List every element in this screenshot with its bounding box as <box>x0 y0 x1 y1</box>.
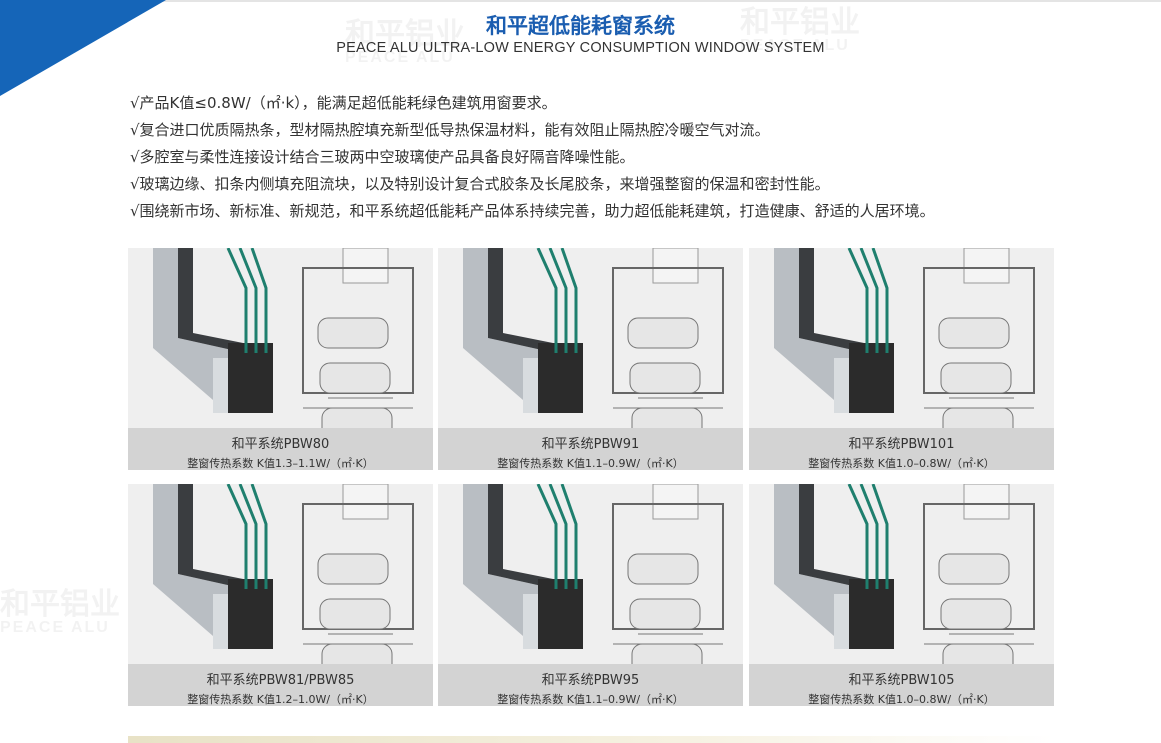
window-corner-render <box>774 248 894 413</box>
window-profile-illustration <box>153 484 414 664</box>
product-k-value: 整窗传热系数 K值1.1–0.9W/（㎡·K） <box>497 457 684 470</box>
product-k-value: 整窗传热系数 K值1.0–0.8W/（㎡·K） <box>808 457 995 470</box>
corner-decoration <box>0 0 166 96</box>
product-name: 和平系统PBW101 <box>848 437 955 452</box>
window-profile-illustration <box>774 484 1035 664</box>
product-card: 和平系统PBW80 整窗传热系数 K值1.3–1.1W/（㎡·K） <box>128 248 433 470</box>
section-drawing <box>923 248 1035 428</box>
feature-item: √围绕新市场、新标准、新规范，和平系统超低能耗产品体系持续完善，助力超低能耗建筑… <box>130 202 935 220</box>
window-corner-render <box>774 484 894 649</box>
product-k-value: 整窗传热系数 K值1.3–1.1W/（㎡·K） <box>187 457 374 470</box>
feature-item: √产品K值≤0.8W/（㎡·k），能满足超低能耗绿色建筑用窗要求。 <box>130 94 557 112</box>
product-caption: 和平系统PBW101 整窗传热系数 K值1.0–0.8W/（㎡·K） <box>749 428 1054 470</box>
watermark-en: PEACE ALU <box>0 619 110 636</box>
product-caption: 和平系统PBW80 整窗传热系数 K值1.3–1.1W/（㎡·K） <box>128 428 433 470</box>
window-corner-render <box>153 248 273 413</box>
window-corner-render <box>463 484 583 649</box>
product-caption: 和平系统PBW81/PBW85 整窗传热系数 K值1.2–1.0W/（㎡·K） <box>128 664 433 706</box>
top-border <box>0 0 1161 2</box>
product-card: 和平系统PBW101 整窗传热系数 K值1.0–0.8W/（㎡·K） <box>749 248 1054 470</box>
page-subtitle: PEACE ALU ULTRA-LOW ENERGY CONSUMPTION W… <box>336 40 825 56</box>
product-caption: 和平系统PBW105 整窗传热系数 K值1.0–0.8W/（㎡·K） <box>749 664 1054 706</box>
product-k-value: 整窗传热系数 K值1.0–0.8W/（㎡·K） <box>808 693 995 706</box>
bottom-band <box>128 736 1054 743</box>
product-name: 和平系统PBW105 <box>848 673 955 688</box>
product-name: 和平系统PBW91 <box>541 437 640 452</box>
section-drawing <box>923 484 1035 664</box>
window-corner-render <box>463 248 583 413</box>
window-profile-illustration <box>774 248 1035 428</box>
section-drawing <box>302 484 414 664</box>
product-k-value: 整窗传热系数 K值1.1–0.9W/（㎡·K） <box>497 693 684 706</box>
product-card: 和平系统PBW91 整窗传热系数 K值1.1–0.9W/（㎡·K） <box>438 248 743 470</box>
section-drawing <box>612 484 724 664</box>
section-drawing <box>302 248 414 428</box>
window-profile-illustration <box>463 248 724 428</box>
product-name: 和平系统PBW81/PBW85 <box>206 673 355 688</box>
product-name: 和平系统PBW80 <box>231 437 330 452</box>
product-card: 和平系统PBW95 整窗传热系数 K值1.1–0.9W/（㎡·K） <box>438 484 743 706</box>
feature-item: √复合进口优质隔热条，型材隔热腔填充新型低导热保温材料，能有效阻止隔热腔冷暖空气… <box>130 121 770 139</box>
window-profile-illustration <box>153 248 414 428</box>
product-k-value: 整窗传热系数 K值1.2–1.0W/（㎡·K） <box>187 693 374 706</box>
window-corner-render <box>153 484 273 649</box>
page-title: 和平超低能耗窗系统 <box>486 14 675 38</box>
window-profile-illustration <box>463 484 724 664</box>
product-card: 和平系统PBW81/PBW85 整窗传热系数 K值1.2–1.0W/（㎡·K） <box>128 484 433 706</box>
feature-item: √多腔室与柔性连接设计结合三玻两中空玻璃使产品具备良好隔音降噪性能。 <box>130 148 635 166</box>
product-card: 和平系统PBW105 整窗传热系数 K值1.0–0.8W/（㎡·K） <box>749 484 1054 706</box>
feature-list: √产品K值≤0.8W/（㎡·k），能满足超低能耗绿色建筑用窗要求。 √复合进口优… <box>130 92 935 227</box>
product-caption: 和平系统PBW91 整窗传热系数 K值1.1–0.9W/（㎡·K） <box>438 428 743 470</box>
watermark-cn: 和平铝业 <box>0 588 120 621</box>
section-drawing <box>612 248 724 428</box>
product-name: 和平系统PBW95 <box>541 673 640 688</box>
product-caption: 和平系统PBW95 整窗传热系数 K值1.1–0.9W/（㎡·K） <box>438 664 743 706</box>
feature-item: √玻璃边缘、扣条内侧填充阻流块，以及特别设计复合式胶条及长尾胶条，来增强整窗的保… <box>130 175 830 193</box>
